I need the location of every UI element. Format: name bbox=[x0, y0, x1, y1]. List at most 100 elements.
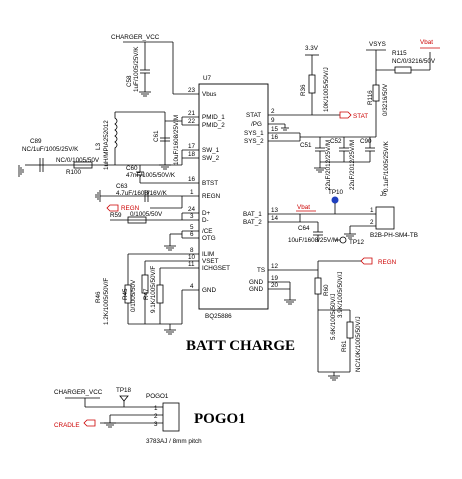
pogo-pin: 1 bbox=[154, 405, 158, 412]
pin-num: 4 bbox=[190, 283, 194, 290]
ground-symbol bbox=[284, 299, 296, 305]
c52-value: 22uF/2012/25V/M bbox=[349, 140, 356, 190]
net-charger-vcc: CHARGER_VCC bbox=[111, 34, 160, 41]
pin-name: Vbus bbox=[202, 91, 216, 98]
pin-name: ILIM bbox=[202, 251, 214, 258]
ic-pins-right: 2 STAT 9 /PG 15 SYS_1 16 SYS_2 13 BAT_1 … bbox=[243, 108, 370, 293]
r47-value: 9.1K/1005/50V/F bbox=[150, 266, 157, 313]
r116-value: 0/3216/50V bbox=[382, 83, 389, 116]
r60b-value: 3.9K/1005/50V/J bbox=[337, 271, 344, 318]
title-batt-charge: BATT CHARGE bbox=[186, 338, 295, 354]
tp12-label: TP12 bbox=[349, 239, 365, 246]
cap-c51 bbox=[315, 137, 325, 162]
pin-num: 12 bbox=[271, 263, 279, 270]
j5-label: J5 bbox=[380, 191, 387, 198]
c60-value: 47nF/1005/50V/K bbox=[126, 172, 176, 179]
pogo1-label: POGO1 bbox=[146, 393, 169, 400]
pin-name: ICHGSET bbox=[202, 265, 230, 272]
pin-name: /CE bbox=[202, 228, 213, 235]
pin-name: SW_2 bbox=[202, 155, 220, 162]
c52-label: C52 bbox=[330, 138, 342, 145]
c89-label: C89 bbox=[30, 138, 42, 145]
net-vbat-top: Vbat bbox=[420, 39, 433, 46]
resistor-r47 bbox=[156, 284, 164, 304]
pin-num: 14 bbox=[271, 215, 279, 222]
ground-symbol bbox=[314, 162, 326, 173]
pin-num: 15 bbox=[271, 126, 279, 133]
c90-label: C90 bbox=[360, 138, 372, 145]
pin-num: 24 bbox=[188, 206, 196, 213]
r116-label: R116 bbox=[367, 90, 374, 105]
pin-num: 9 bbox=[271, 117, 275, 124]
ground-symbol bbox=[164, 324, 176, 335]
pin-num: 20 bbox=[271, 282, 279, 289]
resistor-r60 bbox=[314, 277, 322, 295]
c89-value: NC/1uF/1005/25V/K bbox=[22, 146, 79, 153]
pin-num: 19 bbox=[271, 275, 279, 282]
net-cradle: CRADLE bbox=[54, 422, 80, 429]
regn-port-right bbox=[360, 257, 373, 265]
resistor-r115 bbox=[394, 66, 412, 74]
j5-pin: 1 bbox=[370, 207, 374, 214]
c64-label: C64 bbox=[298, 225, 310, 232]
cradle-port bbox=[83, 419, 96, 427]
title-pogo1: POGO1 bbox=[194, 411, 246, 427]
c51-value: 22uF/2012/25V/M bbox=[325, 140, 332, 190]
l3-label: L3 bbox=[95, 142, 102, 150]
c63-label: C63 bbox=[116, 183, 128, 190]
ground-symbol bbox=[328, 372, 340, 381]
pin-name: TS bbox=[257, 267, 265, 274]
r100-label: R100 bbox=[66, 169, 82, 176]
cap-c90 bbox=[365, 137, 375, 162]
pin-num: 10 bbox=[188, 254, 196, 261]
ground-symbol bbox=[18, 165, 24, 177]
pin-name: BAT_1 bbox=[243, 211, 262, 218]
pin-name: OTG bbox=[202, 235, 216, 242]
j5-value: B2B-PH-SM4-TB bbox=[370, 232, 418, 239]
pin-name: STAT bbox=[246, 112, 261, 119]
pin-num: 22 bbox=[188, 118, 196, 125]
pogo-pin: 2 bbox=[154, 413, 158, 420]
ground-symbol bbox=[164, 245, 176, 251]
connector-pogo1 bbox=[162, 402, 180, 432]
ground-symbol bbox=[159, 164, 171, 170]
cap-c52 bbox=[339, 137, 349, 162]
r45-label: R45 bbox=[122, 288, 129, 300]
connector-j5 bbox=[375, 206, 395, 230]
stat-port bbox=[339, 111, 352, 119]
pin-name: PMID_2 bbox=[202, 122, 225, 129]
r61-value: NC/10K/1005/50V/J bbox=[355, 316, 362, 372]
r59-label: R59 bbox=[110, 212, 122, 219]
resistor-r59 bbox=[127, 216, 147, 224]
c64-value: 10uF/1608/25V/M bbox=[288, 237, 338, 244]
pin-num: 8 bbox=[190, 247, 194, 254]
r100-value: NC/0/1005/50V bbox=[56, 157, 100, 164]
c51-label: C51 bbox=[300, 142, 312, 149]
net-charger-vcc-pogo: CHARGER_VCC bbox=[54, 389, 103, 396]
inductor-l3 bbox=[114, 112, 118, 160]
ic-ref: U7 bbox=[203, 75, 212, 82]
pin-name: VSET bbox=[202, 258, 219, 265]
regn-port-left bbox=[106, 204, 119, 212]
c61-value: 10uF/1608/25V/M bbox=[173, 115, 180, 165]
pin-name: BAT_2 bbox=[243, 219, 262, 226]
cap-c58 bbox=[140, 69, 150, 92]
pin-name: /PG bbox=[251, 121, 262, 128]
r115-value: NC/0/3216/50V bbox=[392, 58, 436, 65]
r61-label: R61 bbox=[341, 340, 348, 352]
pin-name: SYS_2 bbox=[244, 138, 264, 145]
pogo-pin: 3 bbox=[154, 421, 158, 428]
pin-num: 16 bbox=[271, 134, 279, 141]
pin-num: 6 bbox=[190, 231, 194, 238]
pin-name: GND bbox=[249, 286, 263, 293]
resistor-r100 bbox=[73, 161, 93, 169]
r59-value: 0/1005/50V bbox=[130, 211, 163, 218]
r47-label: R47 bbox=[143, 288, 150, 300]
resistor-r36 bbox=[308, 74, 316, 94]
r60-value: 5.6K/1005/50V/J bbox=[330, 293, 337, 340]
pin-name: SYS_1 bbox=[244, 130, 264, 137]
pin-num: 13 bbox=[271, 207, 279, 214]
c58-label: C58 bbox=[126, 75, 133, 87]
resistor-r61 bbox=[346, 321, 354, 339]
pin-num: 5 bbox=[190, 224, 194, 231]
